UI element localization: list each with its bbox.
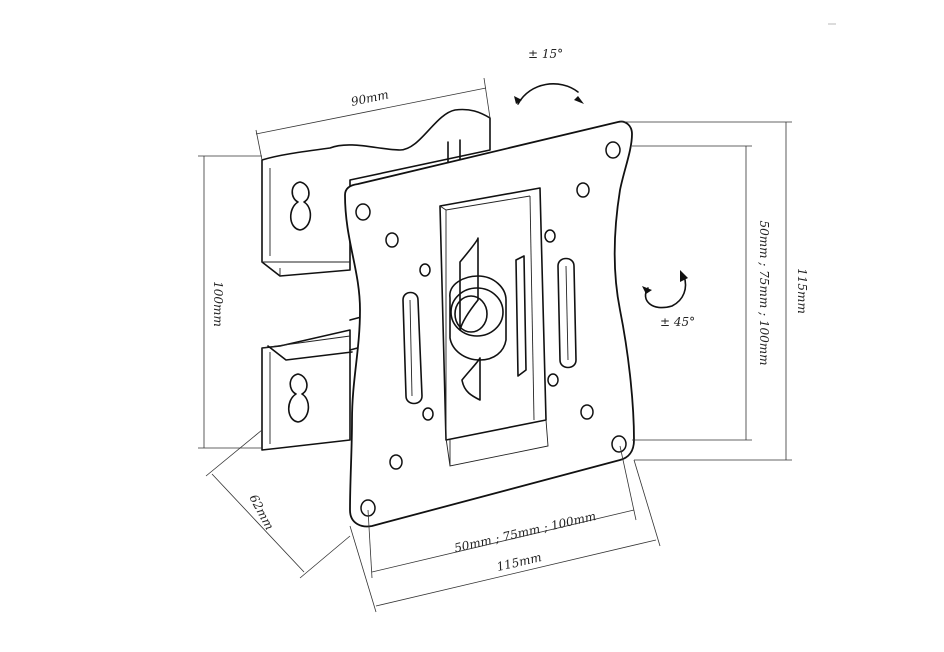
dimension-lines — [198, 77, 792, 613]
vesa-plate — [344, 120, 635, 528]
swivel-arrow-icon — [642, 270, 688, 309]
hole-bottom-left-mid — [389, 454, 403, 470]
label-vesa-vertical: 50mm ; 75mm ; 100mm — [757, 220, 771, 365]
hole-top-right-inner — [544, 229, 556, 243]
keyhole-slot-bottom — [287, 373, 310, 423]
hole-top-right-mid — [576, 182, 590, 198]
slot-right — [557, 257, 577, 369]
hole-bottom-left-inner — [422, 407, 434, 421]
label-tilt: ± 15° — [528, 47, 563, 61]
tilt-arrow-icon — [514, 83, 584, 105]
label-plate-width: 115mm — [495, 550, 543, 574]
hole-top-right-outer — [605, 141, 621, 159]
label-swivel: ± 45° — [660, 315, 695, 329]
hole-top-left-mid — [385, 232, 399, 248]
pivot-knob — [450, 287, 504, 337]
hole-bottom-right-inner — [547, 373, 559, 387]
hole-top-left-outer — [355, 203, 371, 221]
hole-top-left-inner — [419, 263, 431, 277]
hole-bottom-right-mid — [580, 404, 594, 420]
hole-bottom-right-outer — [611, 435, 627, 453]
keyhole-slot-top — [289, 181, 312, 231]
label-arm-length: 62mm — [246, 492, 276, 532]
label-bracket-width: 90mm — [350, 87, 390, 109]
label-bracket-height: 100mm — [211, 281, 225, 327]
slot-left — [402, 291, 423, 405]
label-vesa-horizontal: 50mm ; 75mm ; 100mm — [453, 509, 597, 555]
label-plate-height: 115mm — [795, 268, 809, 314]
